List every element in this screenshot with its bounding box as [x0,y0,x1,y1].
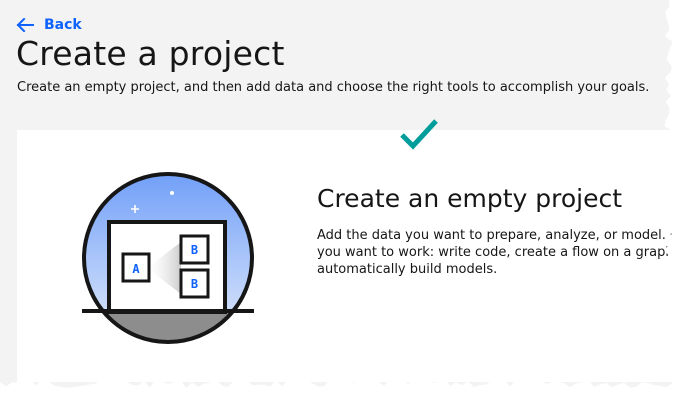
back-label: Back [44,17,82,33]
illustration-box-a: A [132,262,140,276]
checkmark-icon [400,119,438,150]
card-description-line: Add the data you want to prepare, analyz… [317,228,672,243]
back-link[interactable]: Back [16,16,82,34]
card-title: Create an empty project [317,184,623,213]
arrow-left-icon [16,18,34,32]
illustration-box-b2: B [191,277,198,291]
page-canvas: Back Create a project Create an empty pr… [0,0,672,392]
card-description-line: automatically build models. [317,262,498,277]
card-description-line: you want to work: write code, create a f… [317,245,672,260]
page-title: Create a project [16,34,285,73]
page-subtitle: Create an empty project, and then add da… [17,80,650,95]
card-description: Add the data you want to prepare, analyz… [317,227,672,278]
empty-project-illustration: A B B [82,172,254,344]
illustration-box-b1: B [191,243,198,257]
